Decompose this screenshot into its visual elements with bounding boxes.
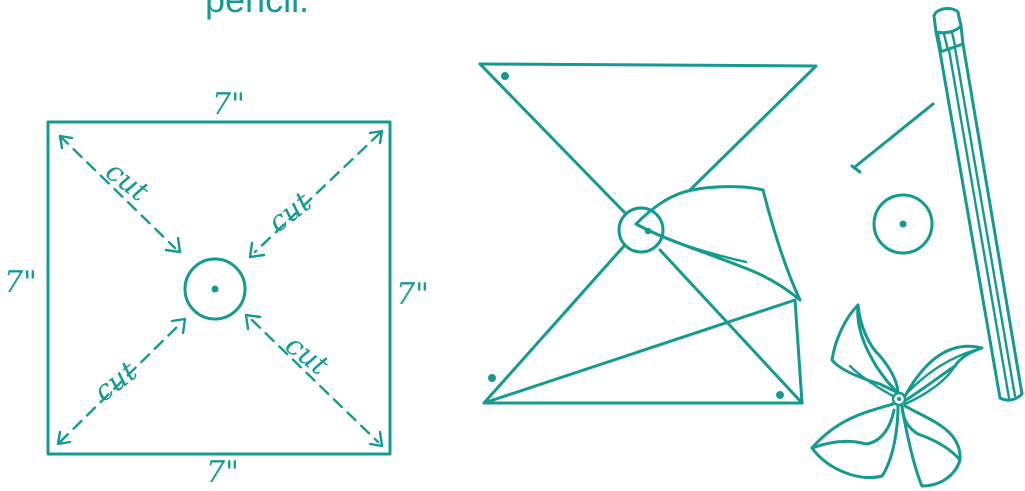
center-circle [183,257,247,321]
cut-label-bottom-left: cut [88,354,144,408]
square-template: 7" 7" 7" 7" cut [4,87,429,490]
top-dimension-label: 7" [212,87,245,122]
paper-circle [872,193,934,255]
right-dimension-label: 7" [396,277,429,312]
caption-text: pencil. [205,0,309,21]
square-outline [46,120,392,456]
folded-pinwheel [478,62,818,405]
cut-label-top-left: cut [99,154,155,208]
corner-dot-bottom-left [488,374,496,382]
cut-label-top-right: cut [262,185,318,239]
left-dimension-label: 7" [4,265,37,300]
cut-line-bottom-left [56,317,187,446]
corner-dot-bottom-right [776,391,784,399]
folded-center-circle [617,206,665,254]
cut-line-bottom-right [244,313,384,448]
corner-dot-top-left [501,72,509,80]
finished-pinwheel [810,303,984,488]
cut-label-bottom-right: cut [279,328,335,382]
bottom-dimension-label: 7" [206,455,239,490]
center-dot [211,285,219,293]
pushpin [850,102,935,174]
cut-line-top-right [248,129,384,259]
cut-line-top-left [58,134,182,254]
pencil [932,7,1024,402]
